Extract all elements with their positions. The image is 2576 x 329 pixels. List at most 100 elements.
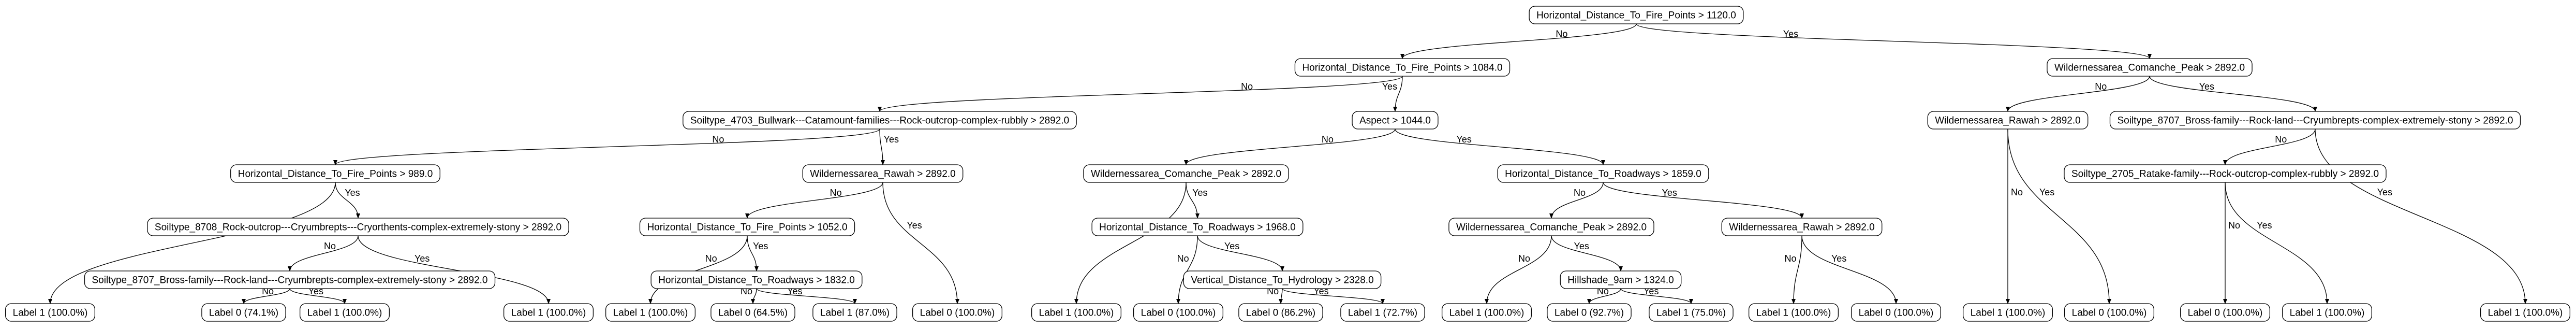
leaf-node-box [2064, 303, 2155, 322]
edge-label-yes: Yes [2257, 220, 2272, 231]
leaf-node-box [1031, 303, 1122, 322]
decision-node-label: Aspect > 1044.0 [1359, 116, 1431, 126]
edge-label-yes: Yes [1574, 241, 1589, 251]
leaf-node: Label 0 (64.5%) [710, 303, 795, 322]
decision-node-box [1448, 218, 1654, 236]
leaf-node: Label 0 (92.7%) [1547, 303, 1632, 322]
decision-node: Soiltype_4703_Bullwark---Catamount-famil… [683, 111, 1077, 130]
decision-node-box [683, 111, 1077, 130]
edge-label-yes: Yes [1457, 134, 1472, 145]
edge-label-no: No [1177, 253, 1189, 264]
edge-line [882, 182, 959, 304]
leaf-node-box [1962, 303, 2053, 322]
edge-line [1176, 235, 1198, 304]
leaf-node-box [2180, 303, 2271, 322]
edge-label-yes: Yes [1192, 188, 1207, 198]
decision-node: Wildernessarea_Comanche_Peak > 2892.0 [2047, 58, 2253, 77]
decision-node-box [639, 218, 855, 236]
leaf-node-label: Label 1 (100.0%) [2488, 308, 2563, 319]
leaf-node-box [1547, 303, 1632, 322]
leaf-node: Label 1 (100.0%) [299, 303, 390, 322]
decision-node: Wildernessarea_Rawah > 2892.0 [1927, 111, 2089, 130]
decision-node-label: Wildernessarea_Comanche_Peak > 2892.0 [1091, 169, 1281, 180]
decision-node: Horizontal_Distance_To_Roadways > 1968.0 [1091, 218, 1304, 236]
leaf-node: Label 0 (100.0%) [2180, 303, 2271, 322]
edge-line [2149, 76, 2317, 112]
edge-label-yes: Yes [414, 253, 430, 264]
edge-label-yes: Yes [1831, 253, 1846, 264]
decision-node: Horizontal_Distance_To_Fire_Points > 112… [1529, 6, 1744, 24]
edge-line [2006, 76, 2150, 112]
leaf-node: Label 1 (100.0%) [1962, 303, 2053, 322]
edge-label-no: No [2228, 220, 2240, 231]
leaf-node: Label 1 (100.0%) [1031, 303, 1122, 322]
leaf-node: Label 0 (100.0%) [1850, 303, 1942, 322]
decision-node-box [1560, 270, 1682, 289]
leaf-node: Label 1 (87.0%) [812, 303, 897, 322]
decision-node-label: Soiltype_8708_Rock-outcrop---Cryumbrepts… [155, 222, 561, 233]
leaf-node-label: Label 1 (87.0%) [820, 308, 890, 319]
decision-node-label: Wildernessarea_Rawah > 2892.0 [1729, 222, 1874, 233]
leaf-node: Label 1 (75.0%) [1649, 303, 1734, 322]
leaf-node-box [710, 303, 795, 322]
edge-label-yes: Yes [1382, 81, 1397, 92]
edge-label-no: No [1241, 81, 1253, 92]
decision-node: Wildernessarea_Comanche_Peak > 2892.0 [1448, 218, 1654, 236]
edge-line [1587, 288, 1621, 304]
leaf-node-box [1238, 303, 1323, 322]
decision-node-box [1721, 218, 1883, 236]
edge-label-yes: Yes [2199, 81, 2214, 92]
decision-node-box [802, 164, 964, 183]
leaf-node: Label 1 (72.7%) [1340, 303, 1425, 322]
decision-node-box [230, 164, 440, 183]
nodes-layer: Horizontal_Distance_To_Fire_Points > 112… [5, 6, 2571, 322]
decision-node: Wildernessarea_Rawah > 2892.0 [802, 164, 964, 183]
leaf-node-box [1850, 303, 1942, 322]
decision-node: Vertical_Distance_To_Hydrology > 2328.0 [1183, 270, 1382, 289]
edge-line [2007, 128, 2111, 304]
leaf-node-label: Label 1 (100.0%) [13, 308, 88, 319]
leaf-node-label: Label 0 (74.1%) [209, 308, 278, 319]
decision-node-label: Horizontal_Distance_To_Roadways > 1859.0 [1505, 169, 1701, 180]
edge-line [1801, 235, 1898, 304]
decision-node-box [1927, 111, 2089, 130]
leaf-node-label: Label 0 (86.2%) [1246, 308, 1315, 319]
edge-line [2223, 128, 2316, 165]
leaf-node-box [1748, 303, 1839, 322]
edge-line [1184, 128, 1396, 165]
leaf-node-label: Label 1 (75.0%) [1656, 308, 1726, 319]
decision-node-box [1083, 164, 1289, 183]
decision-node: Horizontal_Distance_To_Fire_Points > 105… [639, 218, 855, 236]
decision-node-label: Horizontal_Distance_To_Roadways > 1968.0 [1099, 222, 1296, 233]
leaf-node-box [812, 303, 897, 322]
decision-node-box [147, 218, 569, 236]
edge-label-no: No [712, 134, 724, 145]
edge-line [242, 288, 290, 304]
edge-label-no: No [2011, 187, 2023, 197]
leaf-node-label: Label 0 (100.0%) [2188, 308, 2263, 319]
decision-node: Horizontal_Distance_To_Roadways > 1859.0 [1497, 164, 1709, 183]
leaf-node: Label 1 (100.0%) [2282, 303, 2373, 322]
decision-node-label: Hillshade_9am > 1324.0 [1567, 275, 1674, 286]
decision-node-label: Wildernessarea_Rawah > 2892.0 [1935, 116, 2080, 126]
edge-line [288, 235, 359, 271]
edge-line [756, 288, 857, 304]
edge-label-yes: Yes [345, 188, 360, 198]
edge-line [1279, 288, 1283, 304]
decision-node-label: Horizontal_Distance_To_Fire_Points > 989… [238, 169, 433, 180]
decision-node-label: Soiltype_2705_Ratake-family---Rock-outcr… [2071, 169, 2379, 180]
edge-line [878, 76, 1403, 112]
edge-line [1074, 182, 1187, 304]
decision-node-box [1497, 164, 1709, 183]
leaf-node: Label 0 (100.0%) [2064, 303, 2155, 322]
leaf-node-label: Label 0 (100.0%) [2072, 308, 2147, 319]
edge-line [333, 128, 880, 165]
edge-label-no: No [705, 253, 717, 264]
leaf-node-box [912, 303, 1003, 322]
edge-label-yes: Yes [2377, 187, 2392, 197]
edge-line [335, 182, 360, 219]
edge-line [648, 235, 748, 304]
leaf-node-label: Label 0 (64.5%) [718, 308, 788, 319]
edge-line [358, 235, 551, 304]
edge-line [1620, 288, 1693, 304]
